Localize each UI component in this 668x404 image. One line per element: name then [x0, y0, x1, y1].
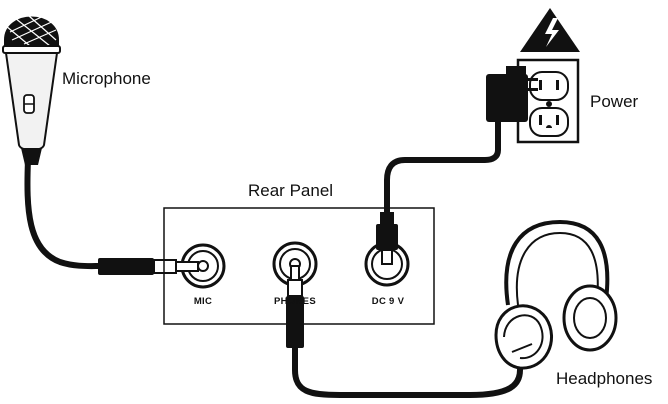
headphone-cable — [295, 345, 520, 395]
phones-jack-label: PHONES — [274, 296, 316, 307]
mic-jack-label: MIC — [194, 296, 212, 307]
dc-jack-label: DC 9 V — [372, 296, 405, 307]
microphone-icon — [3, 8, 60, 165]
rear-panel-label: Rear Panel — [248, 181, 333, 200]
high-voltage-warning-icon — [520, 8, 580, 52]
power-label: Power — [590, 92, 639, 111]
power-cable — [387, 122, 498, 215]
headphones-label: Headphones — [556, 369, 652, 388]
microphone-cable — [27, 160, 100, 266]
mic-jack — [176, 245, 224, 287]
headphones-icon — [496, 222, 616, 368]
microphone-label: Microphone — [62, 69, 151, 88]
